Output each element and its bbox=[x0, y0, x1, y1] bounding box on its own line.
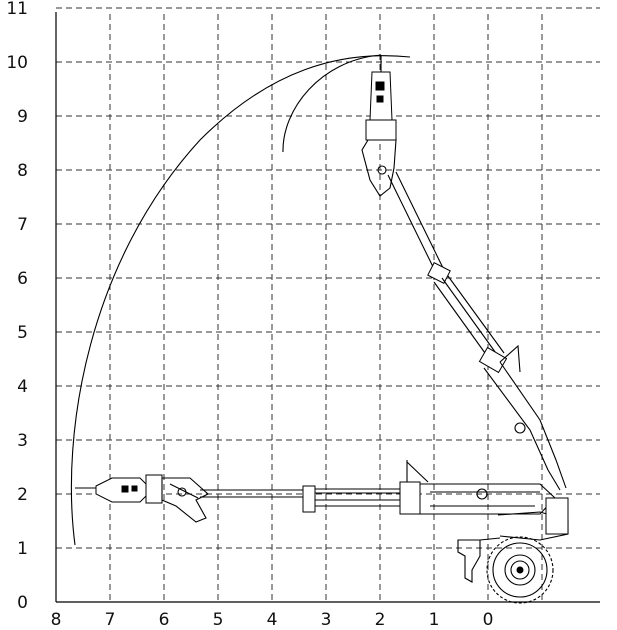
x-tick-label: 8 bbox=[51, 610, 62, 630]
x-tick-label: 7 bbox=[105, 610, 116, 630]
x-tick-label: 1 bbox=[429, 610, 440, 630]
x-tick-labels: 8 7 6 5 4 3 2 1 0 bbox=[51, 610, 494, 630]
wheel bbox=[486, 536, 554, 604]
x-tick-label: 0 bbox=[483, 610, 494, 630]
y-tick-label: 1 bbox=[17, 539, 28, 559]
x-tick-label: 5 bbox=[213, 610, 224, 630]
horizontal-boom bbox=[75, 460, 556, 523]
reach-envelope-outer-arc bbox=[70, 55, 411, 546]
y-tick-label: 10 bbox=[6, 53, 28, 73]
x-tick-label: 6 bbox=[159, 610, 170, 630]
x-tick-label: 3 bbox=[321, 610, 332, 630]
x-tick-label: 4 bbox=[267, 610, 278, 630]
inclined-boom bbox=[361, 55, 567, 491]
y-tick-label: 5 bbox=[17, 323, 28, 343]
y-tick-label: 7 bbox=[17, 215, 28, 235]
base-carrier bbox=[457, 497, 569, 604]
y-tick-label: 2 bbox=[17, 485, 28, 505]
y-tick-labels: 0 1 2 3 4 5 6 7 8 9 10 11 bbox=[6, 0, 28, 613]
y-tick-label: 11 bbox=[6, 0, 28, 19]
reach-envelope-inner-arc bbox=[282, 54, 382, 153]
y-tick-label: 6 bbox=[17, 269, 28, 289]
y-tick-label: 3 bbox=[17, 431, 28, 451]
y-tick-label: 9 bbox=[17, 107, 28, 127]
axes bbox=[55, 12, 600, 603]
y-tick-label: 4 bbox=[17, 377, 28, 397]
x-tick-label: 2 bbox=[375, 610, 386, 630]
grid bbox=[56, 7, 600, 602]
y-tick-label: 0 bbox=[17, 593, 28, 613]
y-tick-label: 8 bbox=[17, 161, 28, 181]
